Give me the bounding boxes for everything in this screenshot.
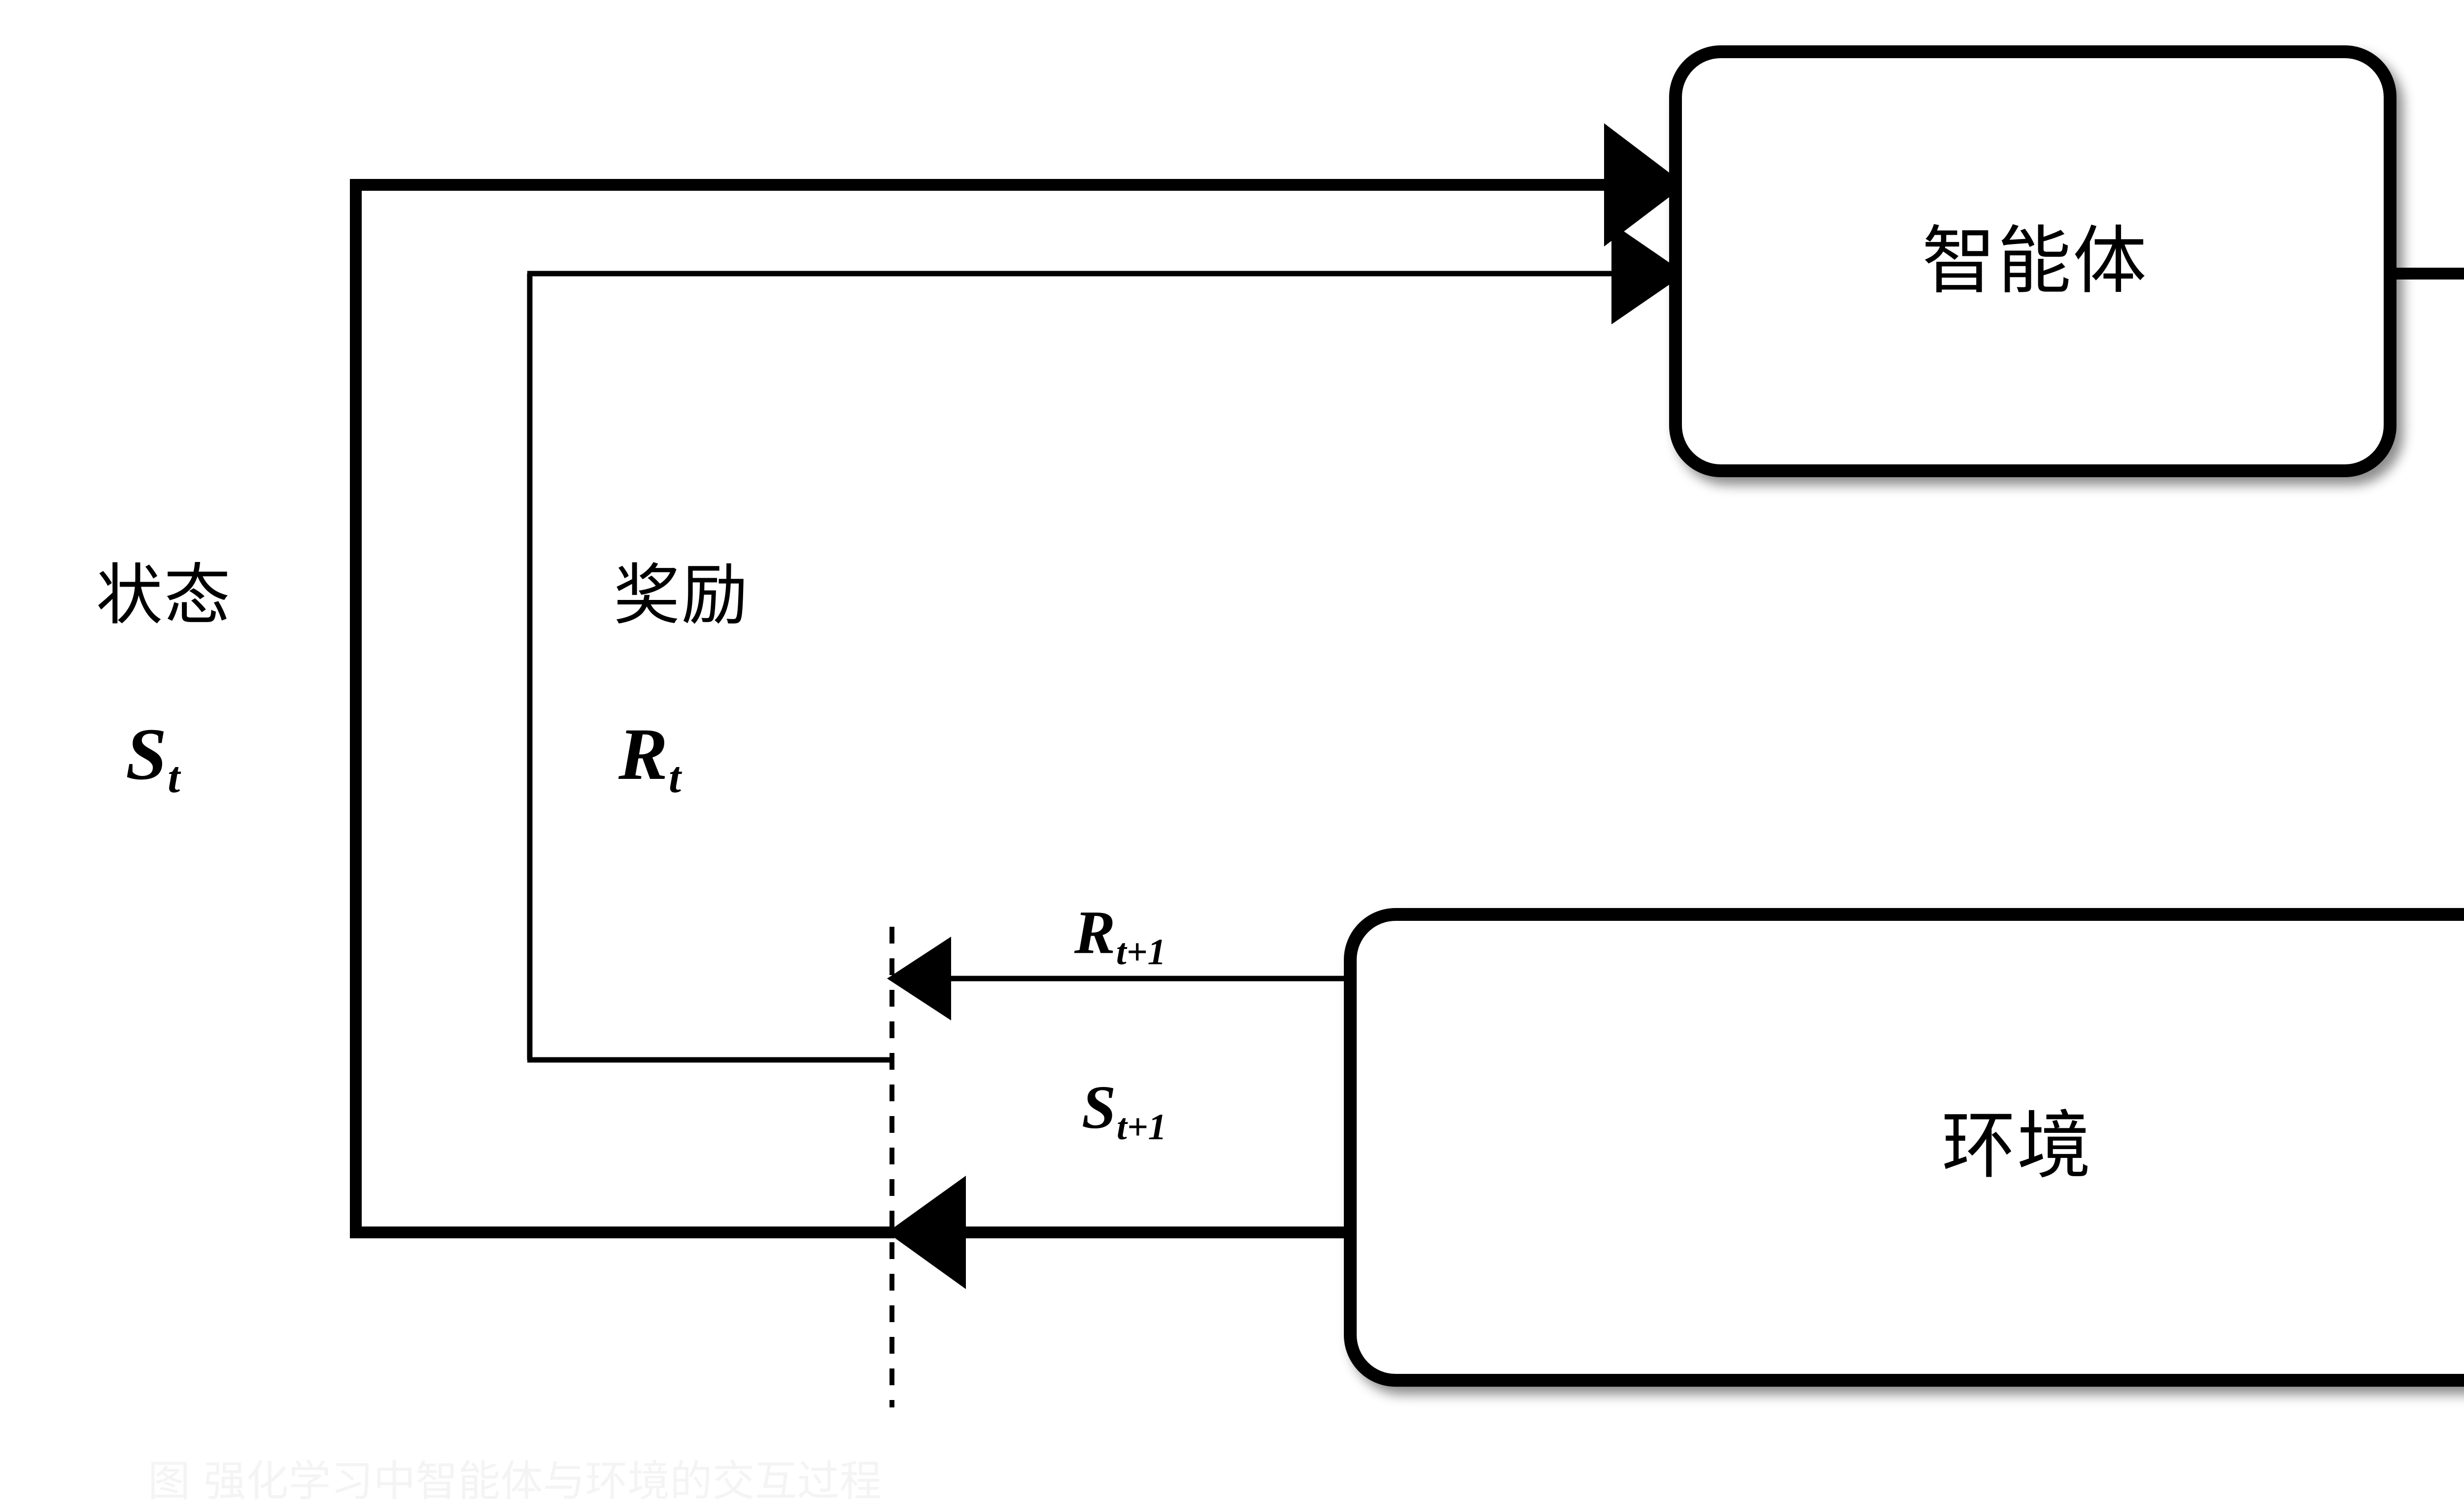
- arrowhead-state-into-agent: [1604, 123, 1685, 246]
- state-symbol: St: [126, 713, 180, 802]
- agent-label: 智能体: [1922, 218, 2149, 304]
- arrowhead-state-next: [887, 1176, 966, 1289]
- arrowhead-reward-into-agent: [1611, 223, 1685, 324]
- edge-state-next: [887, 1176, 1353, 1289]
- state-next-symbol: St+1: [1082, 1074, 1167, 1148]
- edge-state-loop: [350, 123, 1685, 1238]
- edge-reward-next: [887, 937, 1353, 1020]
- agent-box[interactable]: [1669, 45, 2396, 477]
- environment-box[interactable]: [1344, 908, 2464, 1387]
- environment-label: 环境: [1942, 1103, 2093, 1189]
- state-label-zh: 状态: [96, 557, 232, 634]
- figure-caption: 图 强化学习中智能体与环境的交互过程: [148, 1457, 882, 1506]
- edge-reward-loop: [527, 223, 1685, 1063]
- reward-label-zh: 奖励: [614, 557, 750, 634]
- reward-symbol: Rt: [618, 713, 681, 802]
- reward-next-symbol: Rt+1: [1074, 899, 1166, 973]
- arrowhead-reward-next: [887, 937, 951, 1020]
